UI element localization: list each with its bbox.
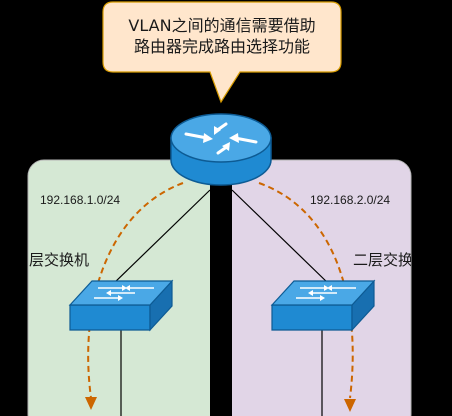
routing-arrow-right	[258, 182, 354, 399]
switch-label-left: 层交换机	[29, 252, 90, 269]
callout-text: VLAN之间的通信需要借助 路由器完成路由选择功能	[103, 4, 341, 68]
trunk-link	[210, 150, 232, 416]
switch-label-right: 二层交换	[353, 252, 411, 269]
router-icon	[170, 113, 272, 186]
routing-arrow-left	[87, 182, 184, 399]
subnet-label-right: 192.168.2.0/24	[310, 193, 391, 207]
link-router-right-switch	[231, 189, 331, 286]
switch-icon	[68, 279, 174, 332]
routing-arrow-left-head	[85, 397, 97, 410]
switch-icon	[270, 279, 376, 332]
subnet-label-left: 192.168.1.0/24	[40, 193, 121, 207]
callout-bubble	[102, 1, 342, 104]
callout-line-1: VLAN之间的通信需要借助	[128, 16, 316, 35]
callout-line-2: 路由器完成路由选择功能	[133, 37, 310, 56]
link-router-left-switch	[111, 189, 211, 286]
routing-arrow-right-head	[344, 399, 356, 412]
